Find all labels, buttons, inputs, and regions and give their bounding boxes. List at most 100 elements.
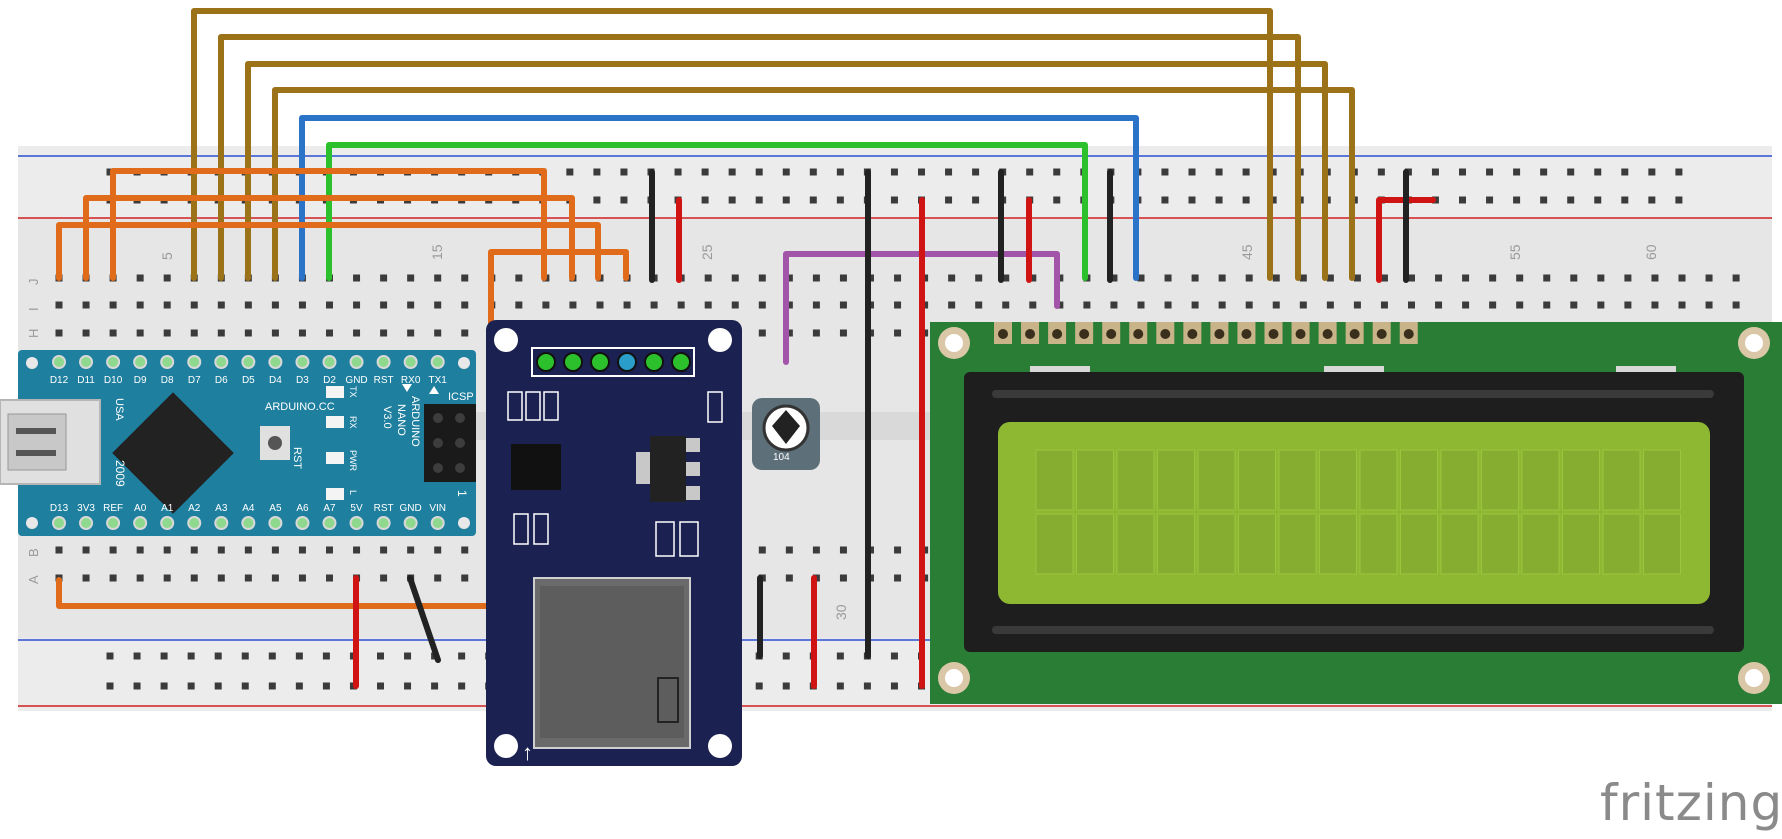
breadboard-hole[interactable] — [1435, 301, 1443, 309]
breadboard-hole[interactable] — [190, 546, 198, 554]
breadboard-hole[interactable] — [434, 329, 442, 337]
breadboard-hole[interactable] — [298, 574, 306, 582]
rail-hole[interactable] — [160, 682, 168, 690]
breadboard-hole[interactable] — [353, 301, 361, 309]
rail-hole[interactable] — [620, 196, 628, 204]
breadboard-hole[interactable] — [82, 574, 90, 582]
rail-hole[interactable] — [1648, 196, 1656, 204]
breadboard-hole[interactable] — [758, 329, 766, 337]
breadboard-hole[interactable] — [812, 546, 820, 554]
rail-hole[interactable] — [1567, 168, 1575, 176]
rail-hole[interactable] — [1242, 196, 1250, 204]
breadboard-hole[interactable] — [1651, 274, 1659, 282]
rail-hole[interactable] — [1486, 196, 1494, 204]
breadboard-hole[interactable] — [271, 546, 279, 554]
wire-red[interactable] — [1376, 197, 1436, 283]
breadboard-hole[interactable] — [1678, 274, 1686, 282]
rail-hole[interactable] — [836, 168, 844, 176]
wire-brown[interactable] — [191, 8, 1273, 281]
rail-hole[interactable] — [593, 168, 601, 176]
rail-hole[interactable] — [701, 196, 709, 204]
breadboard-hole[interactable] — [380, 574, 388, 582]
breadboard-hole[interactable] — [1218, 301, 1226, 309]
breadboard-hole[interactable] — [758, 546, 766, 554]
breadboard-hole[interactable] — [839, 329, 847, 337]
breadboard-hole[interactable] — [1137, 274, 1145, 282]
breadboard-hole[interactable] — [353, 274, 361, 282]
breadboard-hole[interactable] — [894, 329, 902, 337]
breadboard-hole[interactable] — [1245, 301, 1253, 309]
breadboard-hole[interactable] — [1110, 274, 1118, 282]
breadboard-hole[interactable] — [1299, 301, 1307, 309]
breadboard-hole[interactable] — [704, 274, 712, 282]
rail-hole[interactable] — [214, 652, 222, 660]
breadboard-hole[interactable] — [82, 301, 90, 309]
breadboard-hole[interactable] — [1137, 301, 1145, 309]
breadboard-hole[interactable] — [1543, 274, 1551, 282]
breadboard-hole[interactable] — [136, 329, 144, 337]
rail-hole[interactable] — [1567, 196, 1575, 204]
rail-hole[interactable] — [1540, 168, 1548, 176]
rail-hole[interactable] — [268, 652, 276, 660]
rail-hole[interactable] — [1188, 196, 1196, 204]
breadboard-hole[interactable] — [353, 329, 361, 337]
rail-hole[interactable] — [1053, 196, 1061, 204]
breadboard-hole[interactable] — [975, 301, 983, 309]
breadboard-hole[interactable] — [163, 546, 171, 554]
breadboard-hole[interactable] — [380, 329, 388, 337]
rail-hole[interactable] — [701, 168, 709, 176]
rail-hole[interactable] — [836, 682, 844, 690]
rail-hole[interactable] — [782, 682, 790, 690]
breadboard-hole[interactable] — [217, 546, 225, 554]
rail-hole[interactable] — [106, 652, 114, 660]
breadboard-hole[interactable] — [731, 274, 739, 282]
rail-hole[interactable] — [1269, 196, 1277, 204]
breadboard-hole[interactable] — [1597, 274, 1605, 282]
rail-hole[interactable] — [458, 682, 466, 690]
breadboard-hole[interactable] — [1029, 301, 1037, 309]
rail-hole[interactable] — [1675, 196, 1683, 204]
breadboard-hole[interactable] — [785, 274, 793, 282]
breadboard-hole[interactable] — [1353, 301, 1361, 309]
rail-hole[interactable] — [945, 196, 953, 204]
rail-hole[interactable] — [187, 652, 195, 660]
breadboard-hole[interactable] — [461, 301, 469, 309]
rail-hole[interactable] — [674, 168, 682, 176]
rail-hole[interactable] — [377, 682, 384, 690]
breadboard-hole[interactable] — [1353, 274, 1361, 282]
rail-hole[interactable] — [404, 682, 412, 690]
rail-hole[interactable] — [809, 168, 817, 176]
breadboard-hole[interactable] — [731, 301, 739, 309]
breadboard-hole[interactable] — [244, 574, 252, 582]
breadboard-hole[interactable] — [1164, 301, 1172, 309]
breadboard-hole[interactable] — [704, 301, 712, 309]
breadboard-hole[interactable] — [163, 329, 171, 337]
breadboard-hole[interactable] — [1272, 274, 1280, 282]
rail-hole[interactable] — [890, 682, 898, 690]
breadboard-hole[interactable] — [461, 274, 469, 282]
rail-hole[interactable] — [863, 682, 871, 690]
breadboard-hole[interactable] — [1624, 274, 1632, 282]
breadboard-hole[interactable] — [1326, 274, 1334, 282]
rail-hole[interactable] — [187, 682, 195, 690]
breadboard-hole[interactable] — [1002, 274, 1010, 282]
breadboard-hole[interactable] — [407, 274, 415, 282]
breadboard-hole[interactable] — [515, 274, 523, 282]
wire-brown[interactable] — [272, 87, 1355, 281]
rail-hole[interactable] — [295, 682, 303, 690]
rail-hole[interactable] — [728, 196, 736, 204]
breadboard-hole[interactable] — [1191, 301, 1199, 309]
breadboard-hole[interactable] — [109, 301, 117, 309]
rail-hole[interactable] — [728, 168, 736, 176]
breadboard-hole[interactable] — [190, 301, 198, 309]
wire-orange[interactable] — [83, 195, 575, 281]
rail-hole[interactable] — [972, 196, 980, 204]
breadboard-hole[interactable] — [569, 301, 577, 309]
rail-hole[interactable] — [1377, 168, 1385, 176]
breadboard-hole[interactable] — [407, 546, 415, 554]
rail-hole[interactable] — [782, 196, 790, 204]
breadboard-hole[interactable] — [109, 546, 117, 554]
breadboard-hole[interactable] — [434, 274, 442, 282]
rail-hole[interactable] — [241, 682, 249, 690]
breadboard-hole[interactable] — [623, 301, 631, 309]
